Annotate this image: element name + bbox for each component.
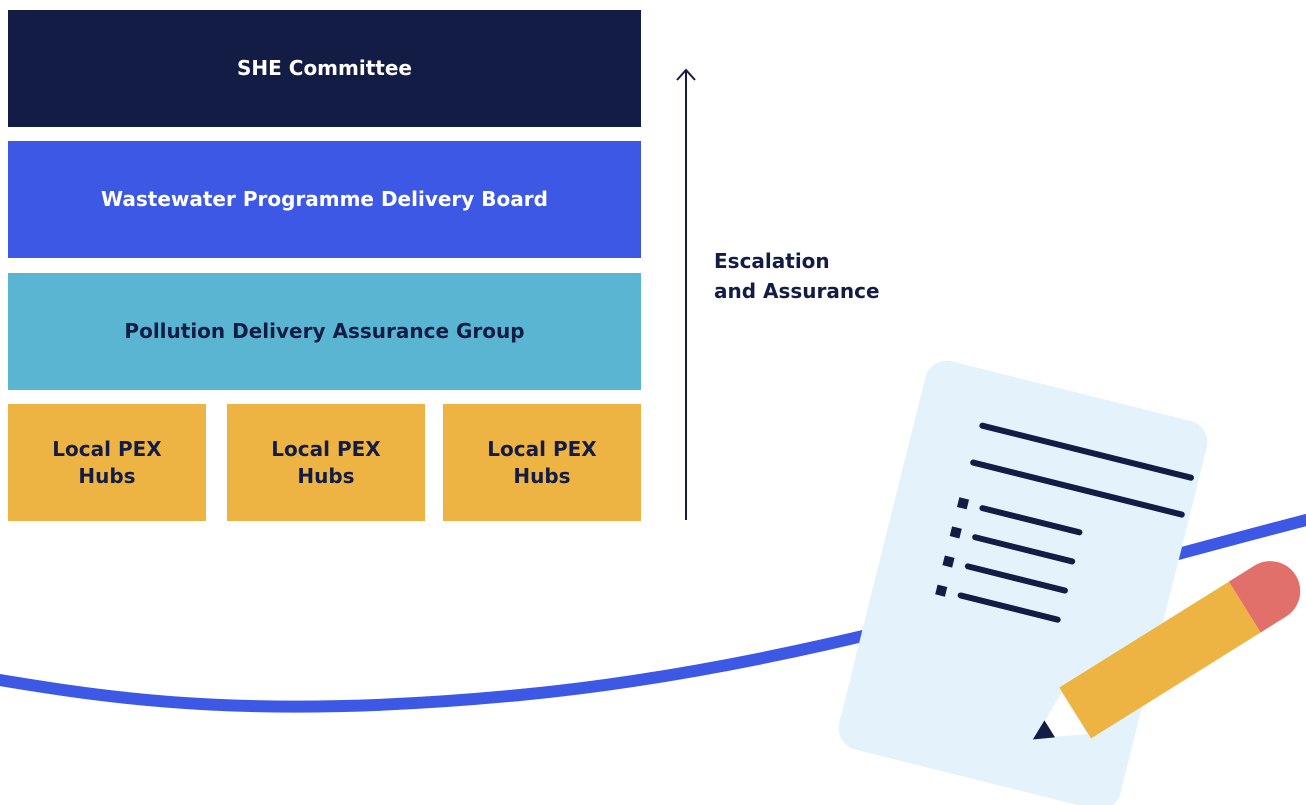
pollution-assurance-group-label: Pollution Delivery Assurance Group xyxy=(124,319,525,343)
document-icon xyxy=(838,360,1208,805)
hub-3-line2: Hubs xyxy=(513,463,571,488)
programme-delivery-board-label: Wastewater Programme Delivery Board xyxy=(101,187,548,211)
she-committee-block: SHE Committee xyxy=(8,10,641,127)
local-pex-hub-2: Local PEX Hubs xyxy=(227,404,425,521)
hub-1-line2: Hubs xyxy=(78,463,136,488)
escalation-label-line1: Escalation xyxy=(714,249,830,273)
hub-2-line1: Local PEX xyxy=(271,436,381,461)
local-pex-hub-3: Local PEX Hubs xyxy=(443,404,641,521)
escalation-arrow-icon xyxy=(676,68,696,520)
escalation-label: Escalation and Assurance xyxy=(714,246,974,306)
she-committee-label: SHE Committee xyxy=(237,56,412,80)
hub-3-line1: Local PEX xyxy=(487,436,597,461)
escalation-label-line2: and Assurance xyxy=(714,279,880,303)
hub-1-line1: Local PEX xyxy=(52,436,162,461)
pollution-assurance-group-block: Pollution Delivery Assurance Group xyxy=(8,273,641,390)
pencil-icon xyxy=(1030,561,1301,741)
programme-delivery-board-block: Wastewater Programme Delivery Board xyxy=(8,141,641,258)
local-pex-hub-1: Local PEX Hubs xyxy=(8,404,206,521)
hub-2-line2: Hubs xyxy=(297,463,355,488)
